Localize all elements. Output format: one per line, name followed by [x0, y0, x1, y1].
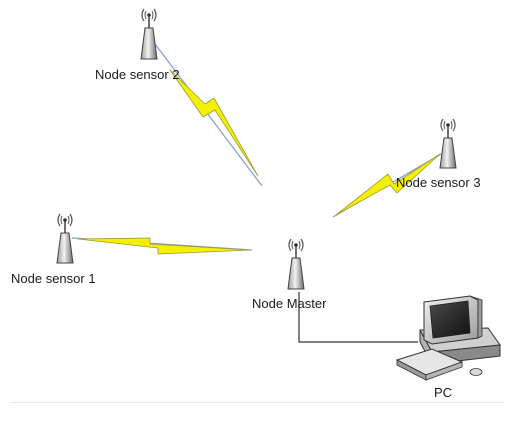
antenna-tower-icon — [287, 238, 305, 290]
pc-label: PC — [434, 385, 453, 400]
wireless-link-sensor2 — [151, 39, 263, 187]
node-sensor-1 — [56, 213, 74, 264]
cable-line — [298, 292, 418, 343]
wireless-link-sensor1 — [71, 237, 253, 255]
antenna-tower-icon — [140, 8, 158, 60]
wireless-bolt-icon — [77, 237, 251, 255]
node-sensor-3 — [439, 118, 457, 169]
wireless-bolt-icon — [169, 69, 259, 177]
pc — [395, 295, 501, 381]
antenna-tower-icon — [56, 213, 74, 264]
wireless-bolt-icon — [335, 153, 441, 216]
node-sensor-2 — [140, 8, 158, 60]
divider — [10, 402, 505, 403]
node-sensor-1-label: Node sensor 1 — [11, 271, 96, 286]
node-master-label: Node Master — [252, 296, 327, 311]
node-sensor-2-label: Node sensor 2 — [95, 67, 180, 82]
node-sensor-3-label: Node sensor 3 — [396, 175, 481, 190]
desktop-computer-icon — [395, 295, 501, 381]
antenna-tower-icon — [439, 118, 457, 169]
wireless-link-sensor3 — [332, 149, 449, 218]
node-master — [287, 238, 305, 290]
